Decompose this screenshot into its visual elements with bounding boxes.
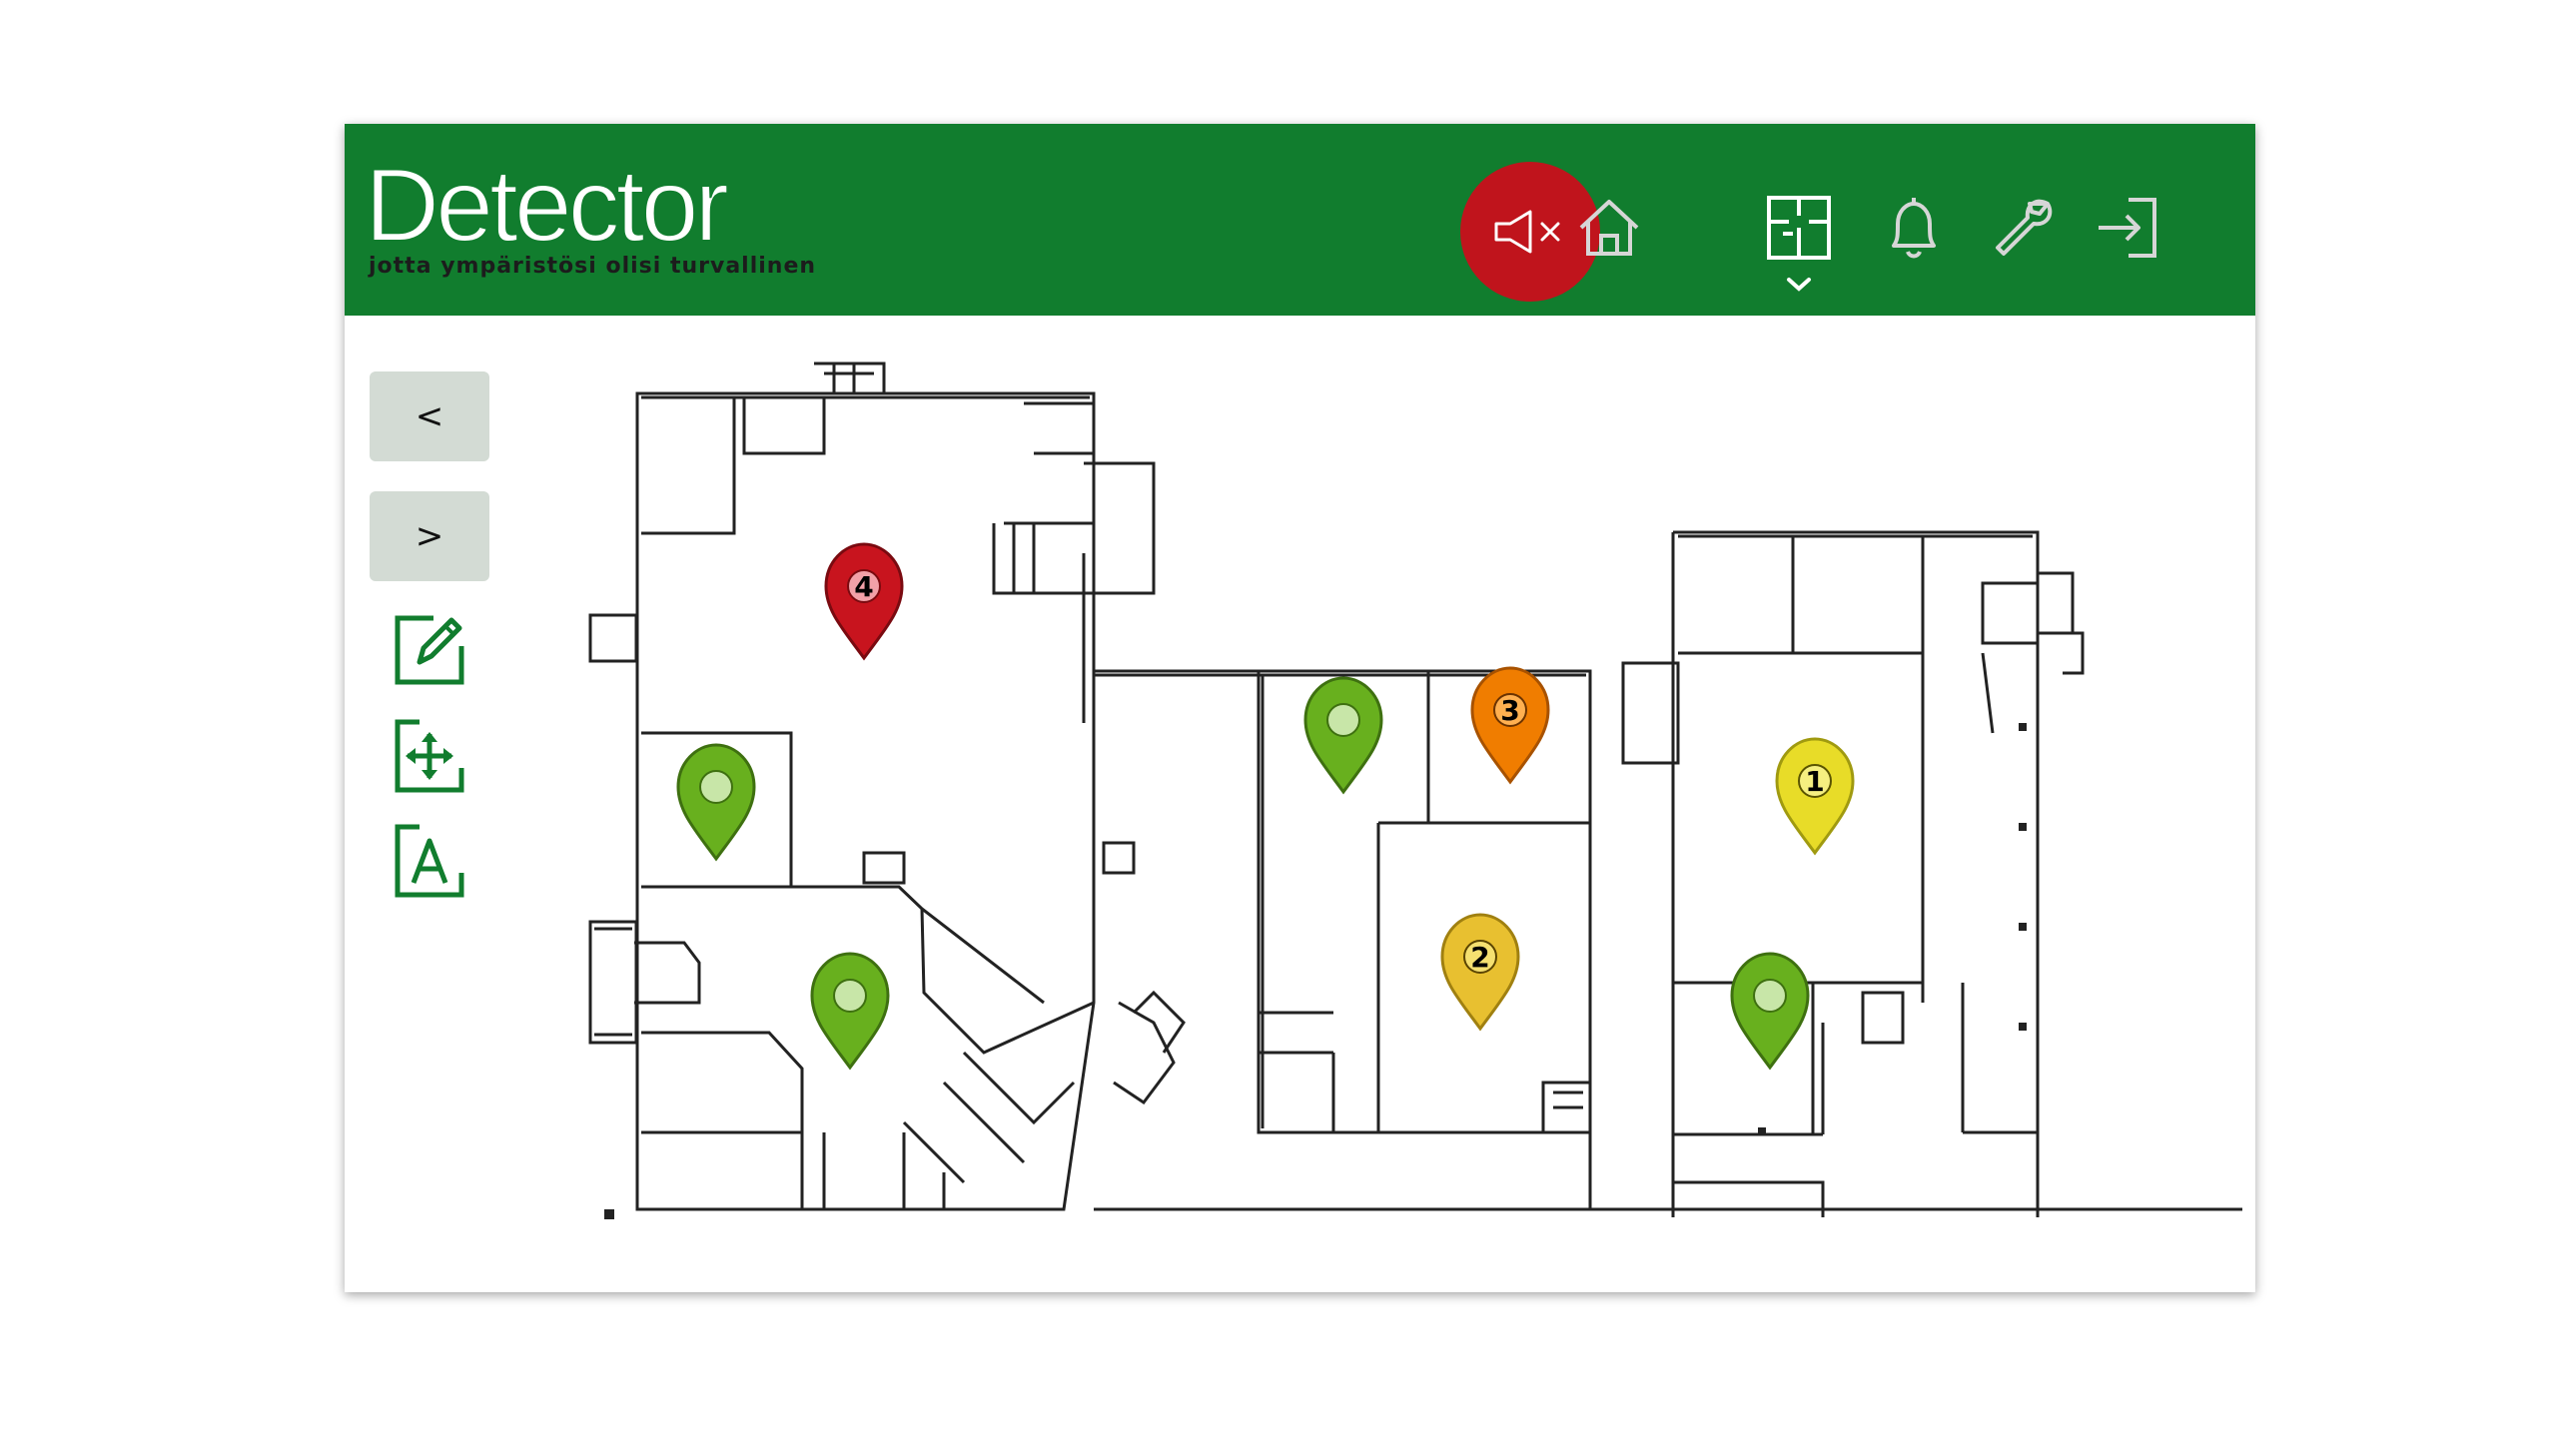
logo-tagline: jotta ympäristösi olisi turvallinen [369, 254, 817, 279]
marker-label: 2 [1470, 941, 1489, 974]
top-bar: Detector jotta ympäristösi olisi turvall… [345, 124, 2255, 316]
app-window: Detector jotta ympäristösi olisi turvall… [345, 124, 2255, 1292]
marker-3[interactable]: 3 [1470, 666, 1550, 784]
marker-label: 1 [1805, 765, 1824, 798]
text-icon[interactable] [390, 821, 469, 901]
edit-icon[interactable] [390, 610, 469, 690]
marker-label: 3 [1500, 694, 1519, 727]
logout-icon[interactable] [2093, 192, 2164, 264]
speaker-mute-icon [1494, 210, 1560, 254]
move-icon[interactable] [390, 716, 469, 796]
marker-green[interactable] [1303, 676, 1383, 794]
marker-green[interactable] [810, 952, 890, 1070]
marker-green[interactable] [676, 743, 756, 861]
home-icon[interactable] [1573, 192, 1645, 264]
bell-icon[interactable] [1878, 192, 1950, 264]
floorplan-icon[interactable] [1763, 192, 1835, 264]
detector-logo: Detector jotta ympäristösi olisi turvall… [364, 148, 824, 304]
chevron-down-icon [1787, 278, 1811, 292]
marker-1[interactable]: 1 [1775, 737, 1855, 855]
mute-alarm-button[interactable] [1460, 162, 1600, 302]
next-button[interactable]: > [370, 491, 489, 581]
marker-4[interactable]: 4 [824, 542, 904, 660]
previous-button[interactable]: < [370, 371, 489, 461]
marker-label: 4 [854, 570, 873, 603]
marker-2[interactable]: 2 [1440, 913, 1520, 1031]
floor-plan: 4 3 2 1 [588, 362, 2242, 1219]
wrench-icon[interactable] [1988, 192, 2060, 264]
logo-word: Detector [364, 148, 730, 264]
marker-green[interactable] [1730, 952, 1810, 1070]
